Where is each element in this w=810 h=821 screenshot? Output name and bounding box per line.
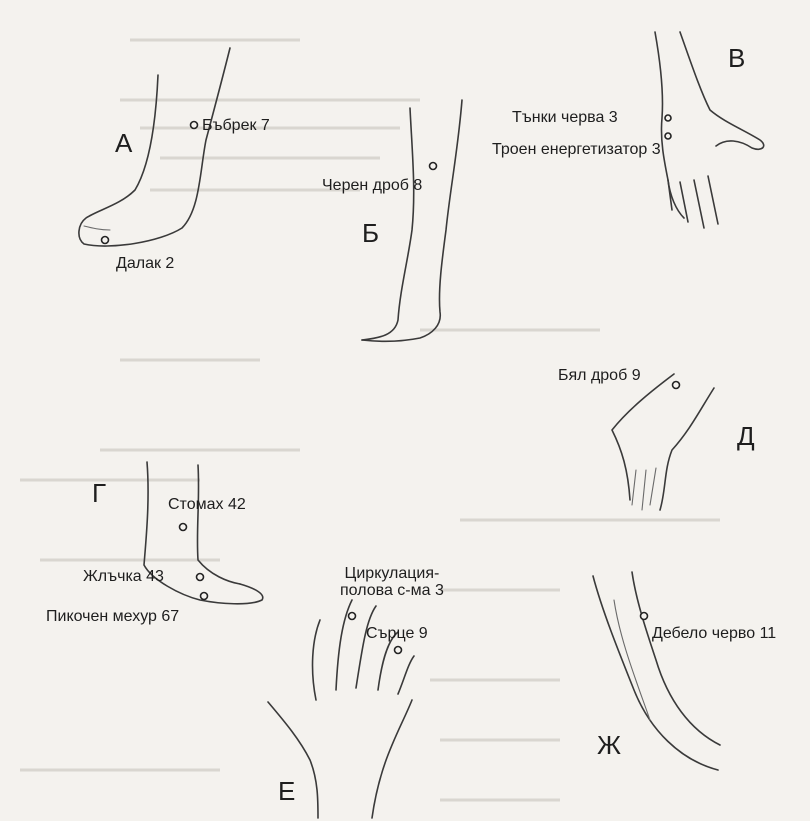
label-bubrek-7: Бъбрек 7 — [202, 118, 270, 134]
label-debelo-chervo-11: Дебело черво 11 — [652, 626, 776, 642]
point-stomah-42 — [180, 524, 187, 531]
point-tanki-cherva-3 — [665, 115, 671, 121]
label-cheren-drob-8: Черен дроб 8 — [322, 178, 422, 194]
label-sarce-9: Сърце 9 — [366, 626, 428, 642]
label-zhlachka-43: Жлъчка 43 — [83, 569, 164, 585]
label-byal-drob-9: Бял дроб 9 — [558, 368, 641, 384]
figure-a-letter: А — [115, 130, 132, 156]
point-pikochen-mehur-67 — [201, 593, 208, 600]
label-troen-energetizator-3: Троен енергетизатор 3 — [492, 142, 661, 158]
point-dalak-2 — [102, 237, 109, 244]
figure-a-foot — [79, 48, 230, 246]
figure-zh-letter: Ж — [597, 732, 621, 758]
figure-d-letter: Д — [737, 423, 755, 449]
figure-e-letter: Е — [278, 778, 295, 804]
figure-b-letter: Б — [362, 220, 379, 246]
point-sarce-9 — [395, 647, 402, 654]
label-cirkulaciya-3: Циркулация- полова с-ма 3 — [340, 566, 444, 600]
point-debelo-chervo-11 — [641, 613, 648, 620]
point-zhlachka-43 — [197, 574, 204, 581]
figure-g-letter: Г — [92, 480, 106, 506]
label-dalak-2: Далак 2 — [116, 256, 174, 272]
point-cheren-drob-8 — [430, 163, 437, 170]
point-byal-drob-9 — [673, 382, 680, 389]
point-bubrek-7 — [191, 122, 198, 129]
point-troen-energetizator-3 — [665, 133, 671, 139]
figure-v-letter: В — [728, 45, 745, 71]
point-cirkulaciya-3 — [349, 613, 356, 620]
label-pikochen-mehur-67: Пикочен мехур 67 — [46, 609, 179, 625]
label-tanki-cherva-3: Тънки черва 3 — [512, 110, 618, 126]
label-stomah-42: Стомах 42 — [168, 497, 246, 513]
figure-d-hand — [612, 374, 714, 510]
figure-v-hand — [655, 32, 764, 228]
